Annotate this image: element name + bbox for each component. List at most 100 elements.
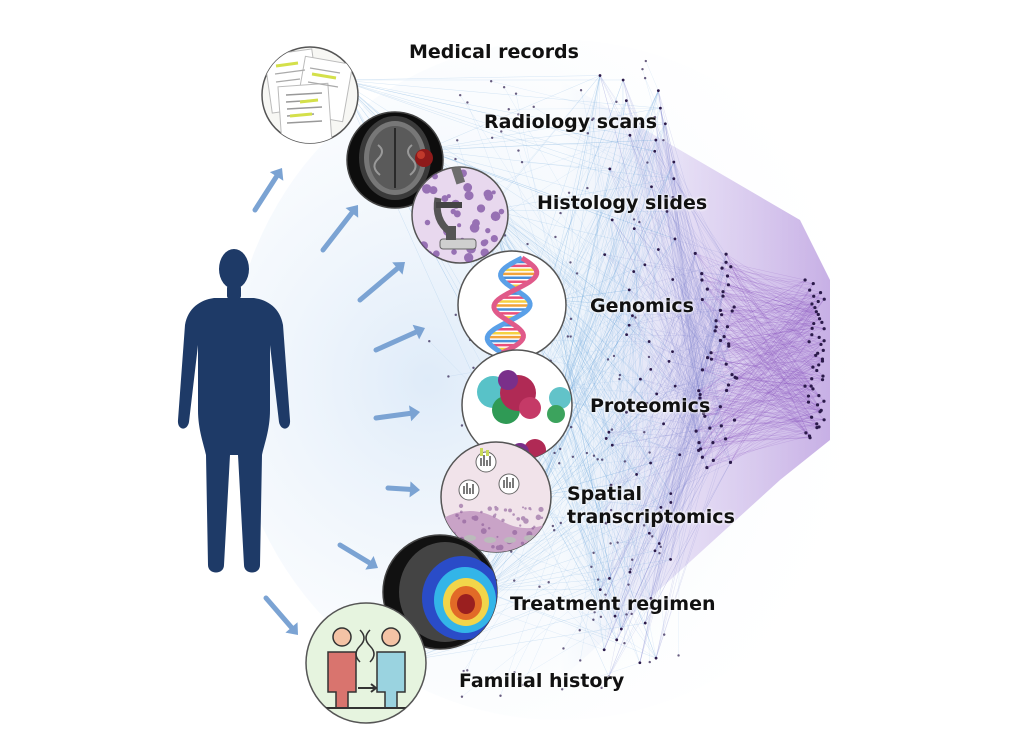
- tissue-dot: [508, 508, 513, 513]
- network-edge: [599, 75, 617, 102]
- network-edge: [672, 320, 717, 352]
- label-genomics: Genomics: [590, 295, 694, 317]
- network-edge: [652, 302, 731, 463]
- network-edge: [672, 343, 729, 352]
- network-edge: [720, 406, 825, 420]
- network-edge: [673, 161, 727, 263]
- network-edge: [526, 197, 674, 503]
- network-edge: [726, 390, 812, 418]
- network-edge: [339, 79, 674, 179]
- network-edge: [660, 108, 696, 254]
- network-edge: [703, 385, 812, 414]
- network-edge: [554, 289, 630, 301]
- network-edge: [559, 341, 650, 401]
- network-node: [596, 578, 600, 581]
- network-edge: [695, 253, 812, 335]
- network-node: [454, 157, 457, 161]
- network-edge: [736, 337, 820, 379]
- network-edge: [672, 197, 735, 308]
- network-edge: [626, 334, 722, 426]
- network-edge: [720, 340, 810, 437]
- network-edge: [735, 377, 812, 387]
- network-edge: [655, 139, 717, 321]
- label-proteomics: Proteomics: [590, 395, 711, 417]
- network-node: [532, 105, 535, 109]
- network-edge: [696, 395, 819, 432]
- network-edge: [675, 254, 727, 387]
- network-edge: [650, 442, 700, 464]
- network-node: [456, 139, 459, 142]
- network-edge: [698, 385, 812, 451]
- network-node: [592, 551, 595, 555]
- tissue-dot: [524, 507, 527, 510]
- network-edge: [639, 343, 729, 663]
- network-edge: [491, 81, 666, 124]
- network-edge: [508, 107, 661, 110]
- network-edge: [728, 284, 819, 396]
- network-edge: [728, 366, 813, 386]
- network-edge: [651, 186, 724, 292]
- network-edge: [650, 326, 717, 464]
- network-node: [812, 294, 816, 298]
- network-edge: [554, 299, 642, 307]
- network-edge: [698, 328, 813, 391]
- network-node: [671, 196, 675, 199]
- network-edge: [698, 344, 822, 391]
- network-edge: [604, 254, 728, 277]
- network-edge: [489, 209, 633, 316]
- network-edge: [612, 219, 629, 585]
- network-edge: [554, 100, 627, 301]
- network-edge: [614, 326, 728, 617]
- cell-nucleus: [484, 192, 494, 201]
- network-edge: [636, 474, 660, 554]
- network-node: [592, 454, 596, 457]
- network-edge: [606, 438, 661, 547]
- network-edge: [674, 238, 722, 426]
- network-edge: [479, 454, 680, 591]
- network-node: [649, 596, 653, 600]
- network-edge: [698, 279, 806, 443]
- network-edge: [626, 100, 727, 263]
- network-edge: [622, 79, 625, 644]
- network-edge: [559, 315, 633, 401]
- network-edge: [658, 90, 701, 399]
- network-edge: [580, 306, 642, 661]
- network-edge: [715, 292, 821, 331]
- network-edge: [672, 197, 731, 463]
- network-edge: [711, 334, 812, 353]
- network-edge: [723, 295, 825, 300]
- network-node: [489, 80, 493, 83]
- network-edge: [539, 161, 674, 496]
- network-edge: [633, 219, 637, 475]
- network-edge: [716, 326, 818, 354]
- network-edge: [724, 336, 819, 396]
- network-edge: [673, 161, 736, 378]
- network-edge: [481, 445, 613, 614]
- network-edge: [609, 356, 650, 579]
- network-edge: [716, 326, 819, 396]
- network-edge: [696, 379, 823, 432]
- network-node: [590, 565, 593, 569]
- network-edge: [698, 388, 813, 391]
- network-edge: [636, 377, 737, 475]
- network-edge: [649, 341, 729, 386]
- network-edge: [715, 330, 823, 360]
- network-edge: [539, 484, 612, 496]
- network-edge: [554, 264, 645, 301]
- network-edge: [722, 283, 814, 297]
- network-edge: [720, 310, 825, 329]
- network-node: [500, 130, 503, 133]
- network-edge: [720, 328, 813, 341]
- network-edge: [611, 429, 657, 659]
- network-edge: [701, 279, 812, 305]
- network-edge: [616, 450, 699, 640]
- network-node: [720, 266, 724, 270]
- network-edge: [489, 209, 670, 362]
- network-edge: [725, 254, 818, 354]
- network-node: [510, 550, 513, 553]
- network-edge: [725, 262, 820, 319]
- network-node: [718, 308, 722, 312]
- network-edge: [621, 374, 733, 630]
- network-edge: [726, 364, 810, 437]
- network-edge: [580, 90, 671, 503]
